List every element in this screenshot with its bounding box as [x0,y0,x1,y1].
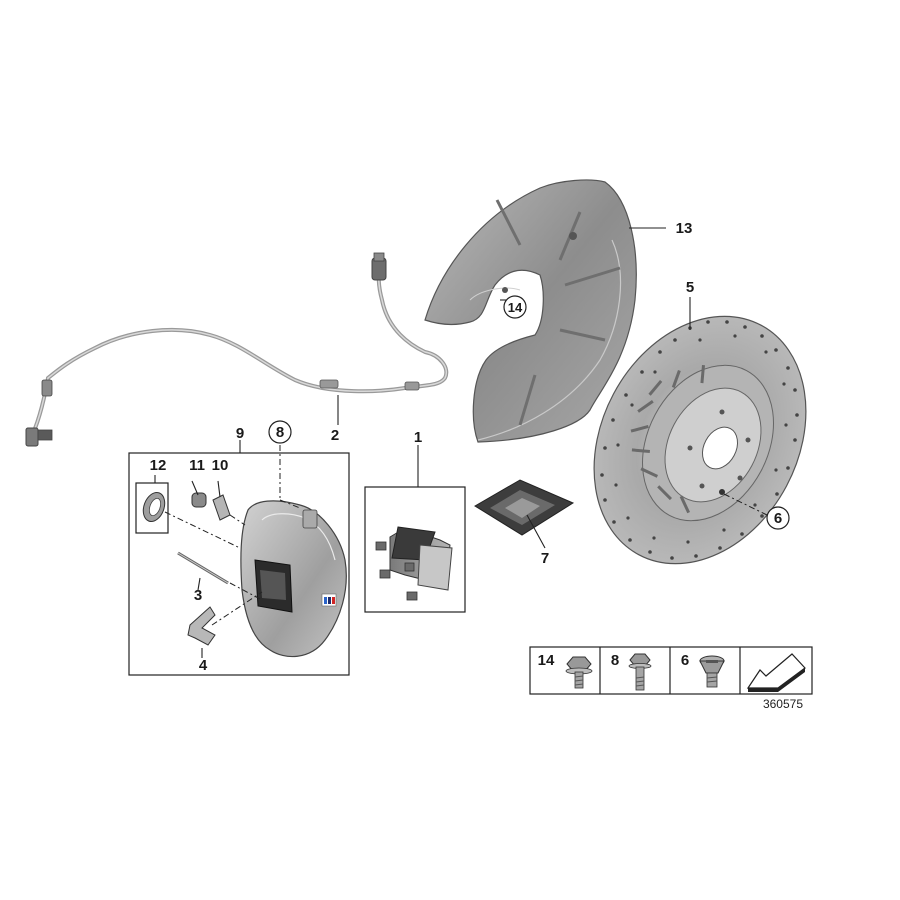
anti-squeal-shim [474,479,575,536]
callout-13: 13 [676,220,693,237]
brake-pads [375,526,453,601]
callout-5: 5 [686,279,694,296]
callout-4: 4 [199,657,208,674]
hex-flange-bolt-icon [565,656,593,689]
sealing-ring [142,491,166,523]
callout-2: 2 [331,427,339,444]
circled-callout-6-ring [766,506,790,530]
callout-7: 7 [541,550,549,567]
long-hex-bolt-icon [628,653,652,691]
legend-label-14: 14 [538,652,555,669]
callout-12: 12 [150,457,167,474]
callout-10: 10 [212,457,229,474]
bleeder-screw [212,494,231,521]
part-12-box [135,482,169,534]
disc-drill-holes [600,320,799,560]
callout-11: 11 [189,457,205,474]
bleed-cap [191,492,207,508]
legend-label-6: 6 [681,652,689,669]
circled-callout-14-ring [503,295,527,319]
circled-callout-8-ring [268,420,292,444]
disc-lug-holes [687,409,751,489]
guide-pin [177,551,229,585]
disc-vent-fins [630,365,705,514]
callout-3: 3 [194,587,202,604]
brake-pad-kit-box [364,486,466,613]
spring-clip [187,606,216,646]
callout-9: 9 [236,425,244,442]
brake-wear-sensor [25,252,449,447]
brake-disc [593,315,807,565]
diagram-code: 360575 [763,697,803,711]
callout-1: 1 [414,429,422,446]
leader-lines [154,227,768,658]
fastener-legend: 14 8 6 [529,646,813,695]
countersunk-screw-icon [699,655,725,688]
brake-caliper [240,500,347,658]
caliper-kit-box [128,452,350,676]
callout-14: 14 [508,300,523,315]
callout-8: 8 [276,424,284,441]
callout-6: 6 [774,510,782,527]
arrow-icon [746,653,806,692]
brake-dust-shield [424,179,637,443]
legend-label-8: 8 [611,652,619,669]
